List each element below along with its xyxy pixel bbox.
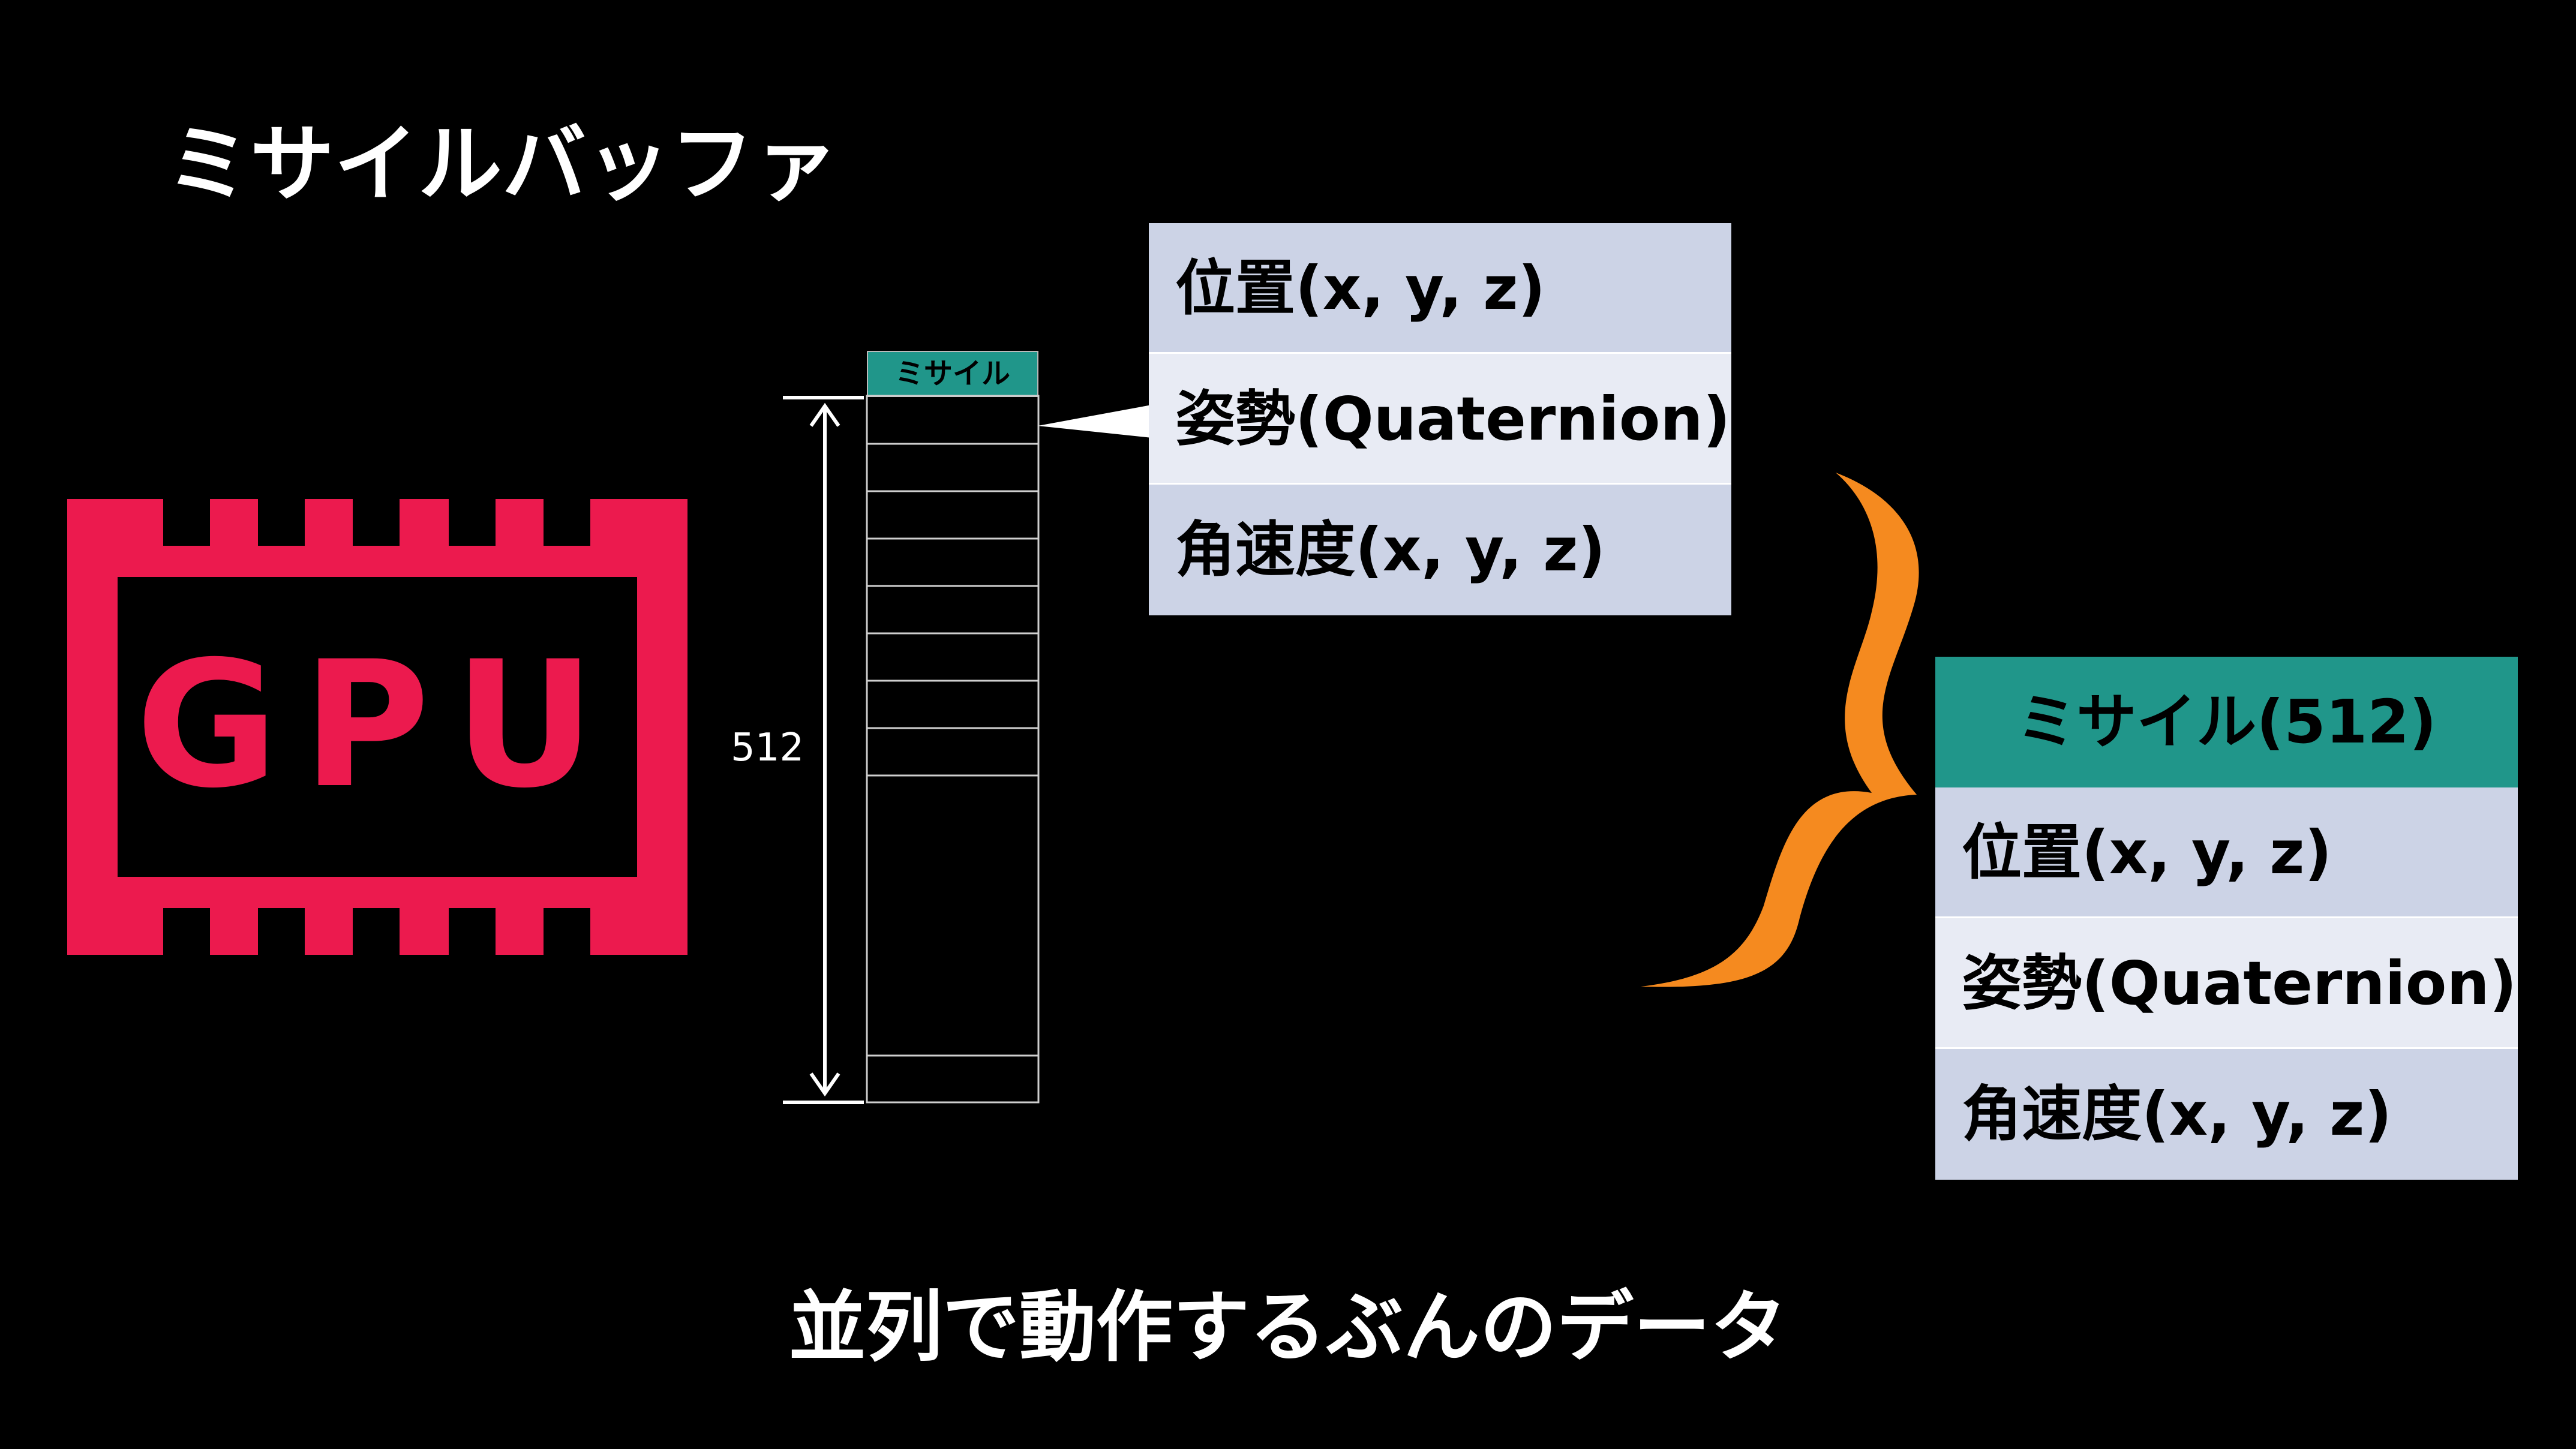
buffer-header: ミサイル (867, 351, 1038, 397)
soa-detail-table: ミサイル(512) 位置(x, y, z) 姿勢(Quaternion) 角速度… (1935, 657, 2518, 1180)
soa-field-orientation: 姿勢(Quaternion) (1935, 918, 2518, 1049)
callout-pointer (1038, 405, 1152, 438)
buffer-count-label: 512 (731, 726, 804, 770)
soa-header: ミサイル(512) (1935, 657, 2518, 787)
soa-field-position: 位置(x, y, z) (1935, 787, 2518, 918)
buffer-column (783, 395, 1040, 1104)
struct-detail-table: 位置(x, y, z) 姿勢(Quaternion) 角速度(x, y, z) (1149, 223, 1731, 615)
size-arrow (783, 396, 864, 1104)
gpu-icon (67, 499, 687, 955)
gpu-pins-bottom (163, 908, 590, 955)
struct-field-orientation: 姿勢(Quaternion) (1149, 354, 1731, 485)
curly-brace (1641, 473, 1919, 987)
soa-field-angular-velocity: 角速度(x, y, z) (1935, 1049, 2518, 1180)
gpu-pins-top (163, 499, 590, 546)
slide-title: ミサイルバッファ (166, 116, 839, 214)
gpu-label: GPU (135, 624, 620, 826)
struct-field-angular-velocity: 角速度(x, y, z) (1149, 485, 1731, 615)
slide-subtitle: 並列で動作するぶんのデータ (788, 1283, 1787, 1372)
struct-field-position: 位置(x, y, z) (1149, 223, 1731, 354)
